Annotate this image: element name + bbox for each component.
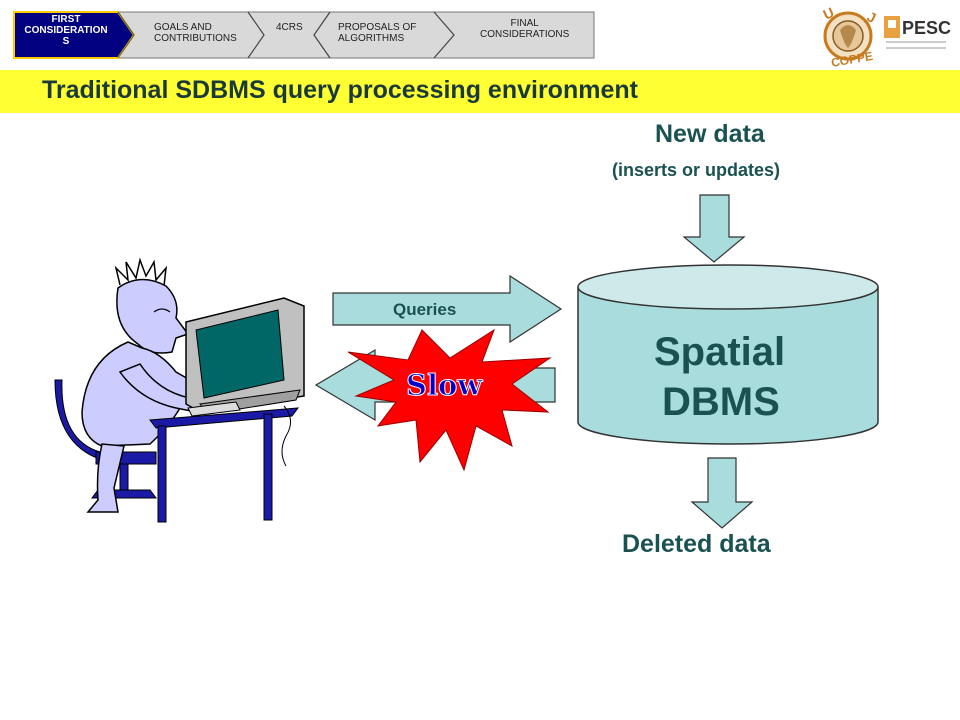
nav-tab-goals-contributions[interactable] — [117, 11, 135, 36]
slow-star — [347, 328, 552, 472]
slow-label: Slow — [405, 368, 483, 403]
svg-text:PESC: PESC — [902, 18, 951, 38]
new-data-label: New data — [655, 120, 765, 148]
person-at-computer — [54, 257, 305, 523]
slide-title: Traditional SDBMS query processing envir… — [42, 76, 638, 104]
nav-tab-label-final[interactable]: FINAL CONSIDERATIONS — [480, 18, 570, 40]
ufrj-coppe-logo: U J COPPE — [821, 4, 879, 70]
title-bar — [0, 70, 960, 113]
nav-tab-label-4crs[interactable]: 4CRS — [276, 22, 303, 33]
new-data-arrow — [682, 194, 746, 263]
nav-tab-label-first[interactable]: FIRST CONSIDERATION S — [24, 14, 108, 47]
queries-label: Queries — [393, 300, 457, 319]
deleted-data-arrow — [690, 457, 754, 529]
deleted-data-label: Deleted data — [622, 530, 771, 558]
pesc-logo: PESC — [884, 16, 951, 49]
new-data-sublabel: (inserts or updates) — [612, 160, 781, 180]
db-label-line2: DBMS — [662, 380, 780, 424]
svg-text:J: J — [865, 8, 879, 26]
spatial-dbms-cylinder — [577, 264, 879, 445]
nav-bar — [13, 11, 595, 59]
nav-tab-label-proposals[interactable]: PROPOSALS OF ALGORITHMS — [338, 22, 417, 44]
queries-arrow — [332, 274, 563, 344]
db-label-line1: Spatial — [654, 330, 786, 374]
nav-tab-label-goals[interactable]: GOALS AND CONTRIBUTIONS — [154, 22, 237, 44]
